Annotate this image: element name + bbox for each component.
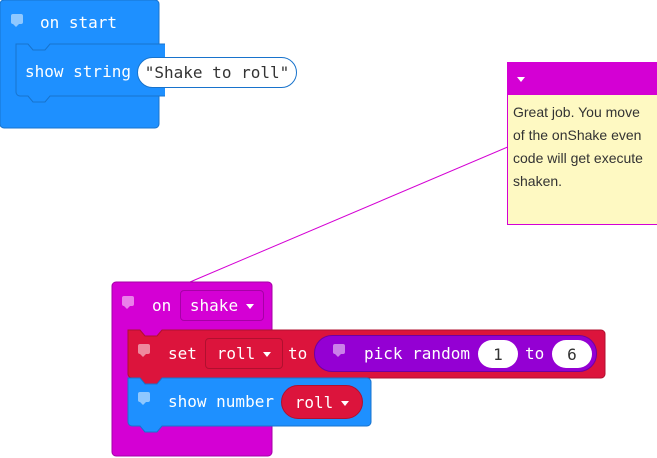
comment-icon[interactable] [138,392,150,405]
set-label: set [168,344,197,363]
pick-random-label: pick random [364,344,470,363]
comment-collapse-icon[interactable] [517,77,525,82]
comment-text-line: Great job. You move [513,104,640,120]
on-start-label: on start [40,13,118,32]
random-min-value: 1 [493,344,503,364]
show-number-variable-value: roll [294,392,334,412]
chevron-down-icon [263,352,272,357]
show-string-label: show string [25,62,131,81]
variable-dropdown-value: roll [216,344,256,363]
on-shake-on-label: on [152,296,172,315]
gesture-dropdown-value: shake [189,296,239,315]
set-to-label: to [288,344,308,363]
comment-text-line: of the onShake even [513,127,642,143]
random-max-value: 6 [567,344,577,364]
show-number-label: show number [168,392,274,411]
comment-text-line: shaken. [513,173,563,189]
comment-box[interactable]: Great job. You move of the onShake even … [507,62,657,225]
comment-icon[interactable] [11,14,23,27]
chevron-down-icon [341,400,350,406]
pick-random-block[interactable] [314,335,597,372]
on-start-block-shape [0,0,165,129]
show-string-value-field[interactable]: "Shake to roll" [137,57,297,88]
comment-header[interactable] [508,63,657,95]
random-min-field[interactable]: 1 [478,340,518,368]
show-number-variable-reporter[interactable]: roll [281,385,363,419]
comment-icon[interactable] [333,344,345,357]
show-string-value: "Shake to roll" [144,63,290,82]
comment-icon[interactable] [122,296,134,309]
random-to-label: to [525,344,545,363]
comment-icon[interactable] [138,344,150,357]
comment-text-line: code will get execute [513,150,643,166]
gesture-dropdown[interactable]: shake [180,290,264,321]
random-max-field[interactable]: 6 [552,340,592,368]
chevron-down-icon [246,304,255,309]
comment-text[interactable]: Great job. You move of the onShake even … [513,101,657,193]
variable-dropdown[interactable]: roll [205,338,283,369]
